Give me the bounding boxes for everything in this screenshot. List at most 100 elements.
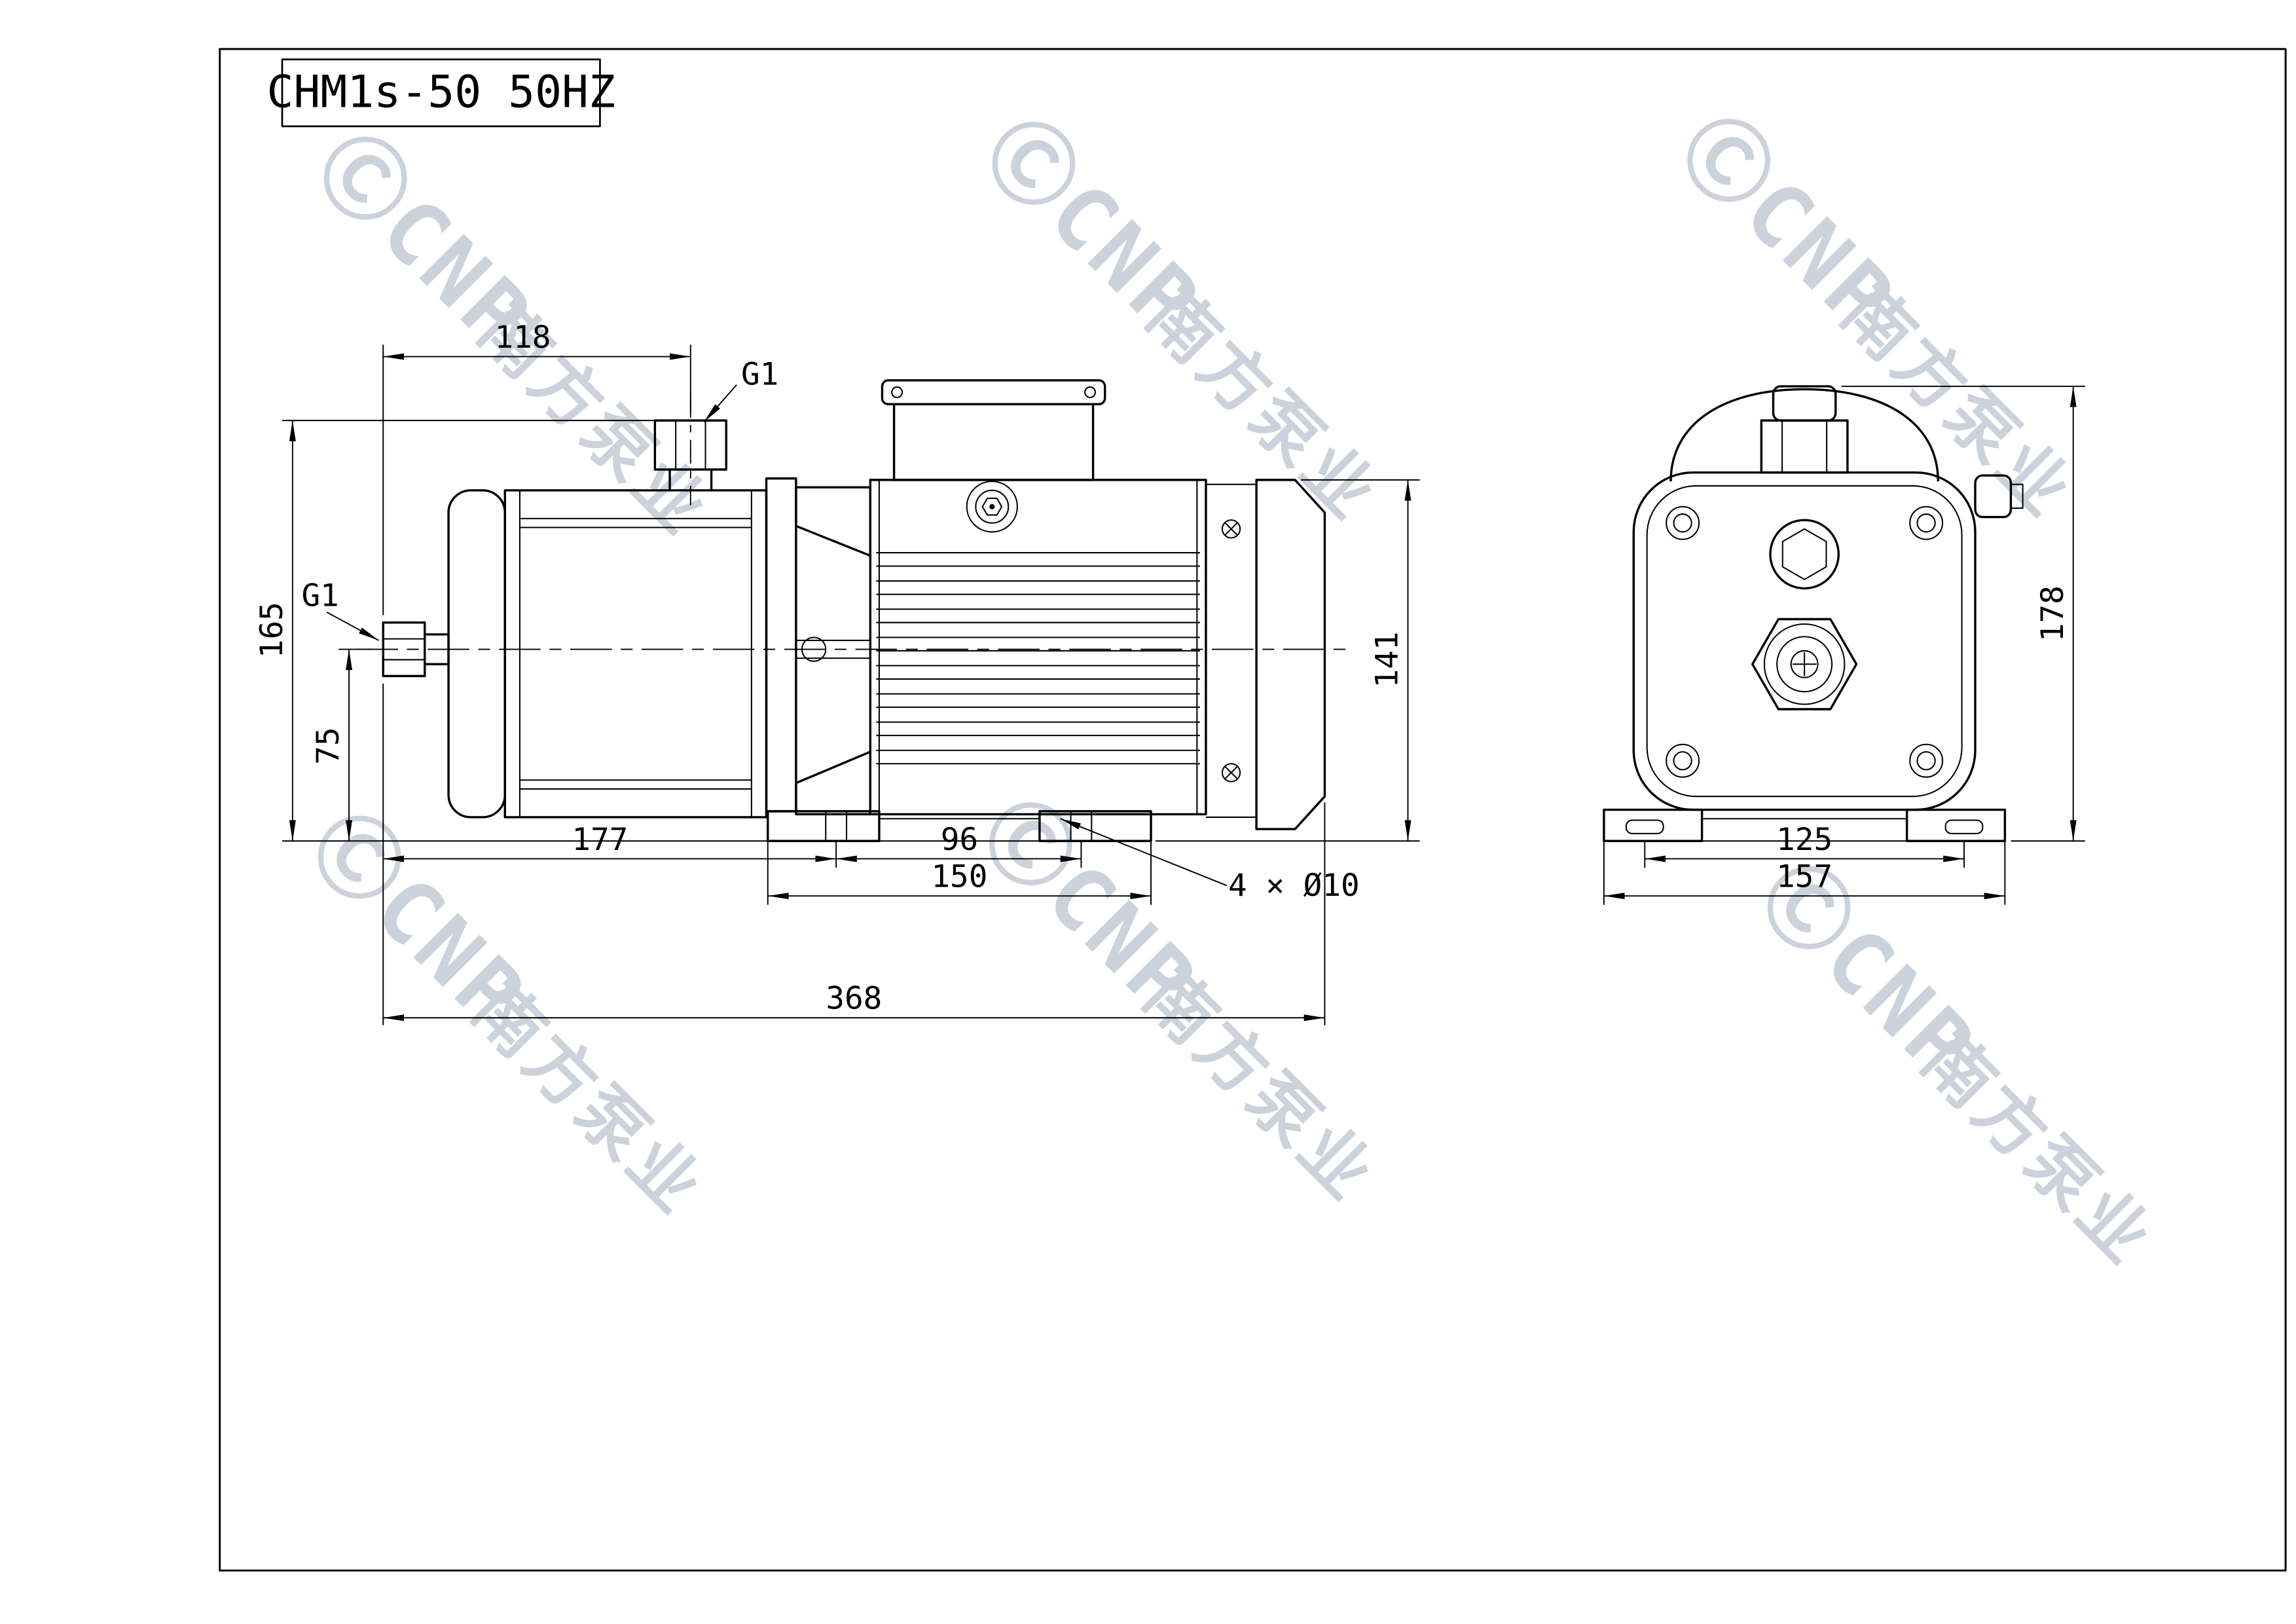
- frame-screw: [1221, 763, 1241, 783]
- pump-casing: [503, 489, 768, 819]
- dim-368-label: 368: [826, 981, 882, 1017]
- dim-75-label: 75: [310, 727, 346, 764]
- end-view: [1603, 385, 2024, 842]
- rear-frame-band: [1205, 483, 1257, 818]
- cooling-fins: [876, 552, 1200, 765]
- side-view: [356, 379, 1352, 842]
- cable-gland-boss-inner: [975, 489, 1010, 524]
- end-base-left-foot: [1603, 808, 1704, 842]
- end-view-dimensions: 178 125 157: [1603, 385, 2085, 905]
- dim-141: 141: [1370, 479, 1412, 841]
- dim-96: 96: [836, 822, 1082, 862]
- dim-178: 178: [2035, 386, 2077, 841]
- frame-screw-cross: [1224, 766, 1238, 779]
- terminal-box-cap: [881, 379, 1106, 405]
- end-dome-profile: [1669, 388, 1940, 482]
- dim-177-label: 177: [572, 822, 628, 858]
- title-box: [281, 58, 601, 128]
- drawing-frame-border: [219, 48, 2287, 1572]
- leader-line: [703, 384, 737, 423]
- cable-gland-boss: [966, 481, 1018, 533]
- corner-screw-inner: [1916, 513, 1936, 533]
- pump-end-cover: [447, 489, 506, 819]
- corner-screw-inner: [1916, 751, 1936, 771]
- watermark: ⒸCNP 南方泵业: [291, 794, 720, 1230]
- dim-157-label: 157: [1776, 859, 1832, 895]
- watermark: ⒸCNP 南方泵业: [966, 100, 1394, 536]
- watermark-cjk-text: 南方泵业: [1131, 274, 1394, 536]
- shaft-center-cross: [1793, 652, 1817, 676]
- dim-165: 165: [254, 420, 296, 841]
- dim-g1-top-label: G1: [741, 357, 778, 393]
- corner-screw-inner: [1673, 513, 1692, 533]
- lantern-bracket: [795, 486, 872, 816]
- discharge-port-cap: [1772, 385, 1837, 422]
- dim-125-label: 125: [1776, 822, 1832, 858]
- terminal-box-screw: [1084, 386, 1096, 398]
- shaft-circle-outer: [1763, 623, 1846, 705]
- gland-stub-tip: [2010, 483, 2024, 509]
- watermark-cjk-text: 南方泵业: [457, 968, 720, 1230]
- shaft-circle-mid: [1776, 636, 1833, 693]
- casing-flanges-and-tie-rods: [519, 490, 752, 817]
- dim-g1-side: G1: [301, 578, 379, 641]
- end-base-right-foot: [1905, 808, 2007, 842]
- motor-adapter-flange: [765, 477, 797, 813]
- corner-screw: [1666, 506, 1700, 540]
- corner-screw-inner: [1673, 751, 1692, 771]
- side-extension-lines: [282, 344, 1420, 1025]
- corner-screw: [1666, 743, 1700, 778]
- frame-screw-cross: [1224, 522, 1238, 536]
- drain-plug: [801, 637, 827, 662]
- shaft-hub-hex: [1751, 618, 1858, 710]
- discharge-port-hex-flats: [675, 420, 706, 470]
- leader-line: [326, 611, 379, 641]
- base-rear-foot: [1038, 810, 1152, 842]
- frame-screw: [1221, 519, 1241, 539]
- discharge-port-hex: [1760, 419, 1849, 474]
- side-view-dimensions: 118 G1 G1 165 75 141 177 96: [254, 320, 1420, 1025]
- watermark-cjk-text: 南方泵业: [1129, 955, 1391, 1217]
- terminal-box-screw: [891, 386, 903, 398]
- dim-125: 125: [1645, 822, 1965, 862]
- plug-boss: [1769, 519, 1840, 590]
- drawing-title: CHM1s-50 50HZ: [266, 66, 615, 118]
- title-block: CHM1s-50 50HZ: [266, 58, 615, 128]
- dim-141-label: 141: [1370, 631, 1406, 688]
- motor-rear-housing: [1255, 479, 1326, 830]
- dim-150: 150: [767, 859, 1152, 900]
- base-plate-and-slots: [825, 811, 1093, 842]
- dim-178-label: 178: [2035, 585, 2071, 642]
- dim-368: 368: [383, 981, 1325, 1022]
- dim-g1-side-label: G1: [301, 578, 338, 614]
- shaft-lines: [795, 639, 871, 659]
- watermark-cjk-text: 南方泵业: [1906, 1018, 2169, 1281]
- base-front-foot: [767, 810, 881, 842]
- watermark-cjk-text: 南方泵业: [1827, 271, 2089, 534]
- watermark: ⒸCNP 南方泵业: [1741, 844, 2169, 1281]
- dim-75: 75: [310, 649, 353, 841]
- corner-screw: [1909, 506, 1944, 540]
- motor-flange: [1632, 471, 1977, 811]
- dim-177: 177: [383, 822, 837, 862]
- corner-screw: [1909, 743, 1944, 778]
- watermark: ⒸCNP 南方泵业: [962, 781, 1391, 1217]
- dim-157: 157: [1603, 859, 2005, 900]
- dim-150-label: 150: [931, 859, 987, 895]
- cable-gland-hex: [981, 497, 1003, 516]
- foot-slot: [1625, 819, 1664, 834]
- terminal-box: [892, 403, 1095, 481]
- shaft-circle-inner: [1790, 650, 1819, 678]
- watermark: ⒸCNP 南方泵业: [1660, 97, 2089, 534]
- dim-holes-label: 4 × Ø10: [1228, 868, 1360, 904]
- suction-port-hex-flats: [383, 638, 425, 661]
- motor-frame-ribs: [878, 479, 1198, 815]
- dim-118-label: 118: [494, 320, 551, 356]
- discharge-port: [653, 419, 727, 490]
- discharge-hex-flats: [1781, 420, 1828, 473]
- dim-165-label: 165: [254, 602, 290, 658]
- flange-inner-contour: [1646, 485, 1963, 798]
- plug-hex: [1781, 528, 1827, 580]
- foot-slot: [1944, 819, 1984, 834]
